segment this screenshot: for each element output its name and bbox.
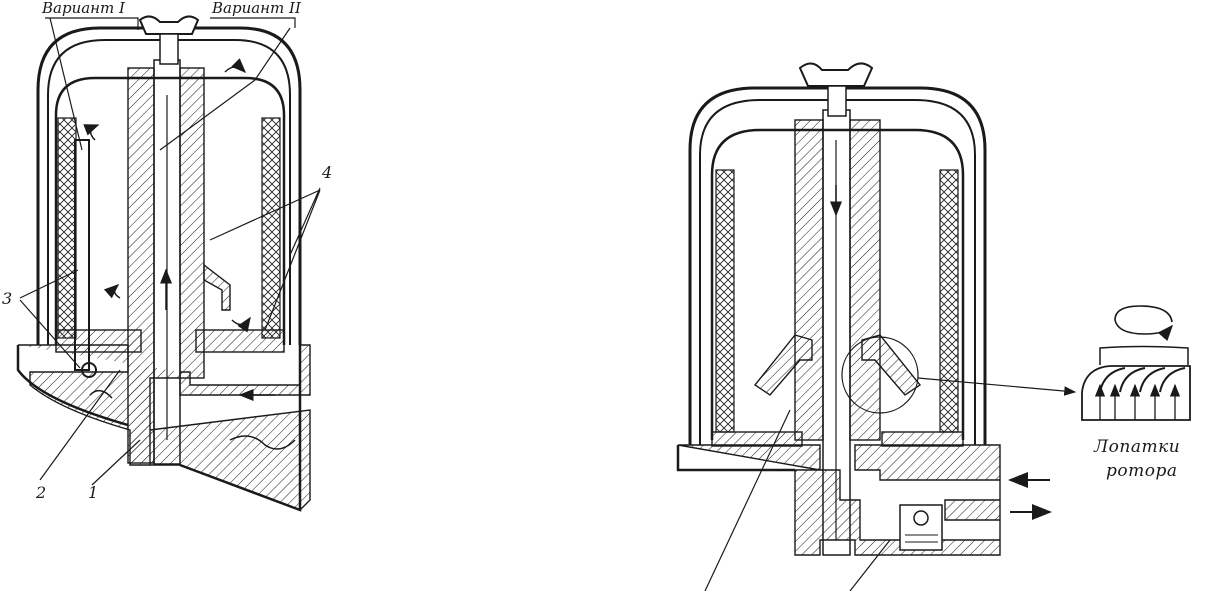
blades-body xyxy=(1082,366,1190,420)
blades-top-edge xyxy=(1100,347,1188,366)
label-variant-2: Вариант II xyxy=(211,0,302,17)
left-filter-screen-right xyxy=(262,118,280,338)
label-number-3: 3 xyxy=(2,289,12,308)
label-number-2: 2 xyxy=(35,483,46,502)
right-filter-screen-left xyxy=(716,170,734,432)
label-blades-line1: Лопатки xyxy=(1093,437,1180,457)
right-rotor-body xyxy=(712,130,963,440)
right-housing-base xyxy=(678,445,1000,555)
label-blades-line2: ротора xyxy=(1106,461,1178,481)
rotation-arrow xyxy=(1115,306,1172,334)
left-nozzle xyxy=(204,265,230,310)
right-filter-figure xyxy=(678,63,1075,591)
right-wing-nut xyxy=(800,63,872,86)
right-central-shaft xyxy=(795,120,823,440)
left-filter-figure: Вариант I Вариант II 3 4 2 1 xyxy=(2,0,332,510)
right-filter-screen-right xyxy=(940,170,958,432)
label-number-1: 1 xyxy=(88,483,98,502)
left-rotor-body xyxy=(56,78,284,345)
label-variant-1: Вариант I xyxy=(41,0,126,17)
left-filter-screen-left xyxy=(58,118,76,338)
rotor-blades-detail: Лопатки ротора xyxy=(1082,306,1190,481)
left-housing-base xyxy=(18,345,310,510)
left-outer-cap xyxy=(38,28,300,345)
label-number-4: 4 xyxy=(321,163,332,182)
left-wing-nut xyxy=(140,16,198,34)
